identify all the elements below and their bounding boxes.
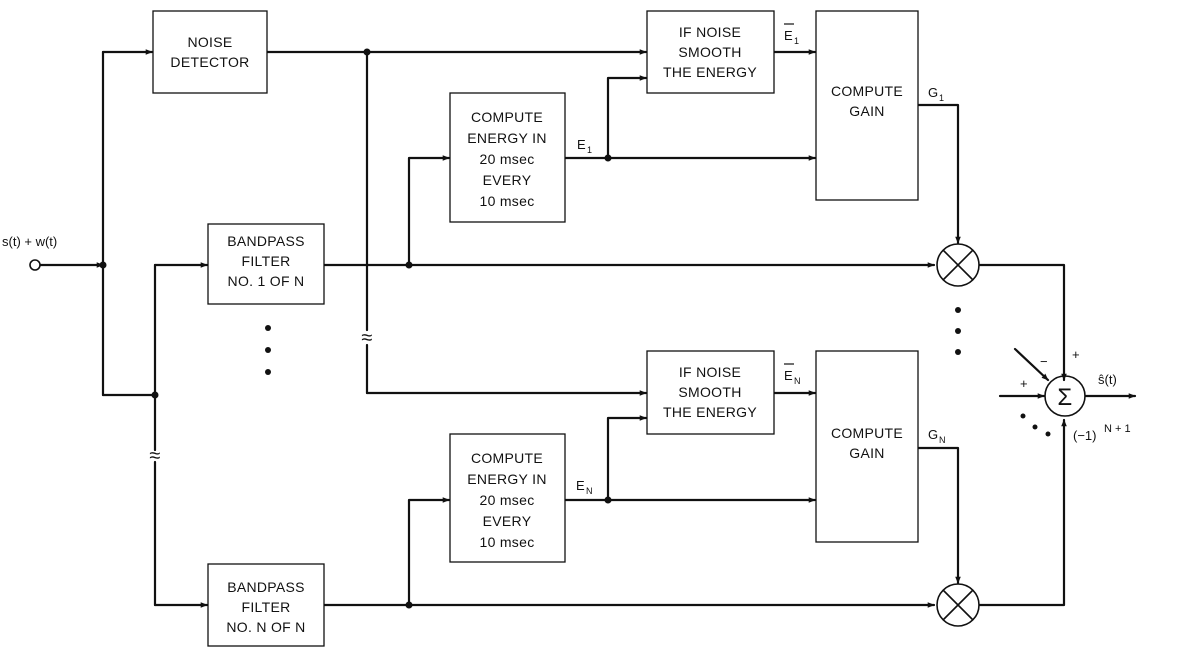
svg-text:COMPUTE: COMPUTE (471, 109, 543, 125)
bandpass-filter-1-block: BANDPASS FILTER NO. 1 OF N (207, 223, 325, 305)
sum-input-minus (1013, 347, 1050, 382)
junction-dots (99, 48, 612, 609)
svg-text:COMPUTE: COMPUTE (831, 425, 903, 441)
svg-text:10 msec: 10 msec (479, 193, 534, 209)
svg-text:10 msec: 10 msec (479, 534, 534, 550)
svg-text:BANDPASS: BANDPASS (227, 233, 305, 249)
sign-plus-top: + (1072, 347, 1080, 362)
e1-to-smooth (606, 75, 648, 160)
ellipsis-multipliers (955, 307, 961, 355)
g1-to-multiplier (916, 103, 961, 245)
svg-text:N + 1: N + 1 (1104, 423, 1131, 435)
multn-to-sum (978, 418, 1067, 607)
mult1-to-sum (978, 263, 1067, 382)
label-ebarn: E N (784, 363, 801, 386)
to-energy-1 (407, 155, 451, 267)
sign-plus-left: + (1020, 376, 1028, 391)
svg-text:DETECTOR: DETECTOR (170, 54, 249, 70)
svg-text:1: 1 (794, 36, 799, 46)
svg-text:SMOOTH: SMOOTH (678, 44, 741, 60)
svg-text:THE ENERGY: THE ENERGY (663, 64, 757, 80)
signal-wires (38, 49, 1137, 608)
compute-energy-1-block: COMPUTE ENERGY IN 20 msec EVERY 10 msec (449, 92, 566, 223)
label-g1: G 1 (928, 85, 944, 103)
en-to-smooth (606, 415, 648, 502)
svg-text:E: E (784, 28, 793, 43)
break-symbol-noise: ≈ (361, 327, 372, 349)
svg-text:N: N (939, 435, 946, 445)
svg-text:EVERY: EVERY (483, 513, 532, 529)
svg-text:COMPUTE: COMPUTE (831, 83, 903, 99)
noise-detector-block: NOISE DETECTOR (152, 10, 268, 94)
svg-text:G: G (928, 427, 938, 442)
label-en: E N (576, 478, 593, 496)
svg-text:NOISE: NOISE (187, 34, 232, 50)
input-label: s(t) + w(t) (2, 234, 57, 249)
smooth-energy-1-block: IF NOISE SMOOTH THE ENERGY (646, 10, 775, 94)
ellipsis-filters (265, 325, 271, 375)
svg-text:NO. 1 OF N: NO. 1 OF N (228, 273, 305, 289)
summer-sigma: Σ (1057, 384, 1072, 411)
svg-text:GAIN: GAIN (849, 445, 884, 461)
output-label: ŝ(t) (1098, 372, 1117, 387)
compute-energy-n-block: COMPUTE ENERGY IN 20 msec EVERY 10 msec (449, 433, 566, 563)
svg-text:GAIN: GAIN (849, 103, 884, 119)
svg-text:SMOOTH: SMOOTH (678, 384, 741, 400)
svg-text:(−1): (−1) (1073, 428, 1096, 443)
compute-gain-n-block: COMPUTE GAIN (815, 350, 919, 543)
svg-text:ENERGY IN: ENERGY IN (467, 130, 546, 146)
svg-text:G: G (928, 85, 938, 100)
bandpass-filter-n-block: BANDPASS FILTER NO. N OF N (207, 563, 325, 647)
svg-text:FILTER: FILTER (242, 599, 291, 615)
summer-block: Σ (1044, 375, 1086, 417)
label-ebar1: E 1 (784, 23, 799, 46)
svg-text:N: N (586, 486, 593, 496)
svg-text:20 msec: 20 msec (479, 151, 534, 167)
svg-text:IF NOISE: IF NOISE (679, 364, 741, 380)
input-terminal (29, 259, 41, 271)
multiplier-n (936, 583, 980, 627)
compute-gain-1-block: COMPUTE GAIN (815, 10, 919, 201)
to-energy-n (407, 497, 451, 607)
svg-text:N: N (794, 376, 801, 386)
svg-text:20 msec: 20 msec (479, 492, 534, 508)
svg-text:EVERY: EVERY (483, 172, 532, 188)
svg-text:FILTER: FILTER (242, 253, 291, 269)
svg-text:COMPUTE: COMPUTE (471, 450, 543, 466)
multiplier-1 (936, 243, 980, 287)
svg-text:1: 1 (939, 93, 944, 103)
svg-text:E: E (576, 478, 585, 493)
svg-text:E: E (784, 368, 793, 383)
gn-to-multiplier (916, 446, 961, 585)
svg-text:ENERGY IN: ENERGY IN (467, 471, 546, 487)
svg-text:E: E (577, 137, 586, 152)
svg-text:IF NOISE: IF NOISE (679, 24, 741, 40)
break-symbol-filter: ≈ (149, 445, 160, 467)
smooth-energy-n-block: IF NOISE SMOOTH THE ENERGY (646, 350, 775, 435)
svg-text:THE ENERGY: THE ENERGY (663, 404, 757, 420)
label-e1: E 1 (577, 137, 592, 155)
sign-term-label: (−1) N + 1 (1073, 423, 1131, 443)
svg-text:NO. N OF N: NO. N OF N (226, 619, 305, 635)
ellipsis-summer-inputs (1020, 413, 1051, 437)
svg-text:1: 1 (587, 145, 592, 155)
label-gn: G N (928, 427, 946, 445)
sign-minus: − (1040, 354, 1048, 369)
svg-text:BANDPASS: BANDPASS (227, 579, 305, 595)
